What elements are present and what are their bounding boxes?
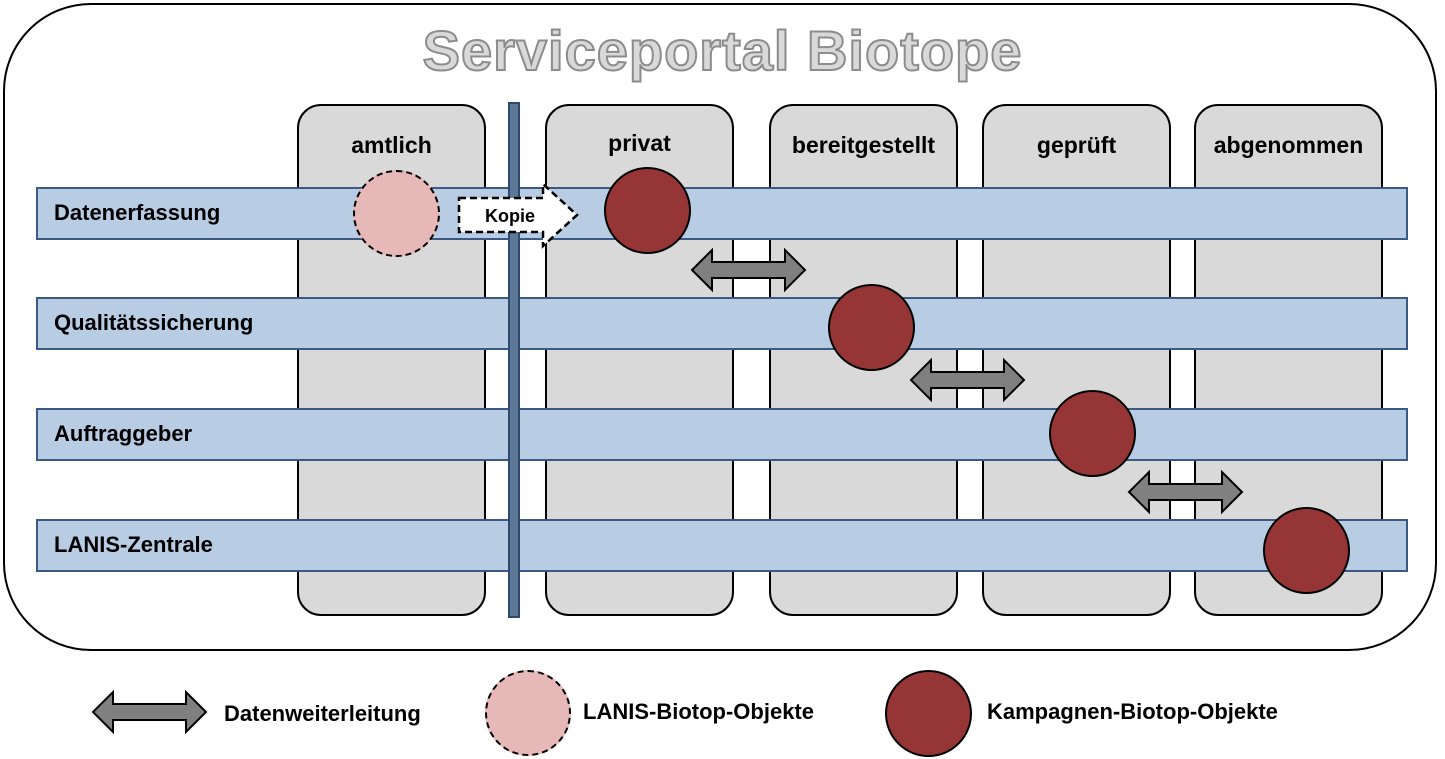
campaign-biotop-object-privat: [604, 167, 691, 254]
forwarding-double-arrow-icon: [1127, 469, 1244, 515]
copy-arrow-icon: [457, 181, 579, 249]
lane-datenerfassung: Datenerfassung: [36, 187, 1408, 240]
legend-lanis-object-icon: [485, 670, 571, 756]
legend-campaign-object-icon: [885, 670, 972, 757]
forwarding-double-arrow-icon: [909, 357, 1026, 403]
campaign-biotop-object-bereitgestellt: [828, 284, 915, 371]
lane-label: LANIS-Zentrale: [54, 532, 213, 557]
lane-label: Qualitätssicherung: [54, 310, 254, 335]
column-label: bereitgestellt: [791, 132, 936, 158]
legend-forwarding-label: Datenweiterleitung: [224, 701, 421, 726]
legend-double-arrow-icon: [91, 689, 208, 735]
column-label: geprüft: [1036, 132, 1117, 158]
lane-label: Datenerfassung: [54, 200, 221, 225]
lane-label: Auftraggeber: [54, 421, 193, 446]
column-label: privat: [608, 130, 671, 156]
legend-lanis-label: LANIS-Biotop-Objekte: [583, 699, 814, 724]
forwarding-double-arrow-icon: [690, 247, 807, 293]
lane-auftraggeber: Auftraggeber: [36, 408, 1408, 461]
column-label: abgenommen: [1213, 132, 1364, 158]
campaign-biotop-object-geprueft: [1049, 390, 1136, 477]
lane-qualitaetssicherung: Qualitätssicherung: [36, 297, 1408, 350]
lane-lanis-zentrale: LANIS-Zentrale: [36, 519, 1408, 572]
column-label: amtlich: [351, 132, 432, 158]
legend-campaign-label: Kampagnen-Biotop-Objekte: [987, 699, 1278, 724]
copy-arrow-label: Kopie: [484, 206, 535, 226]
diagram-title: Serviceportal Biotope: [422, 18, 1023, 83]
campaign-biotop-object-abgenommen: [1263, 507, 1350, 594]
lanis-biotop-object: [353, 170, 440, 257]
